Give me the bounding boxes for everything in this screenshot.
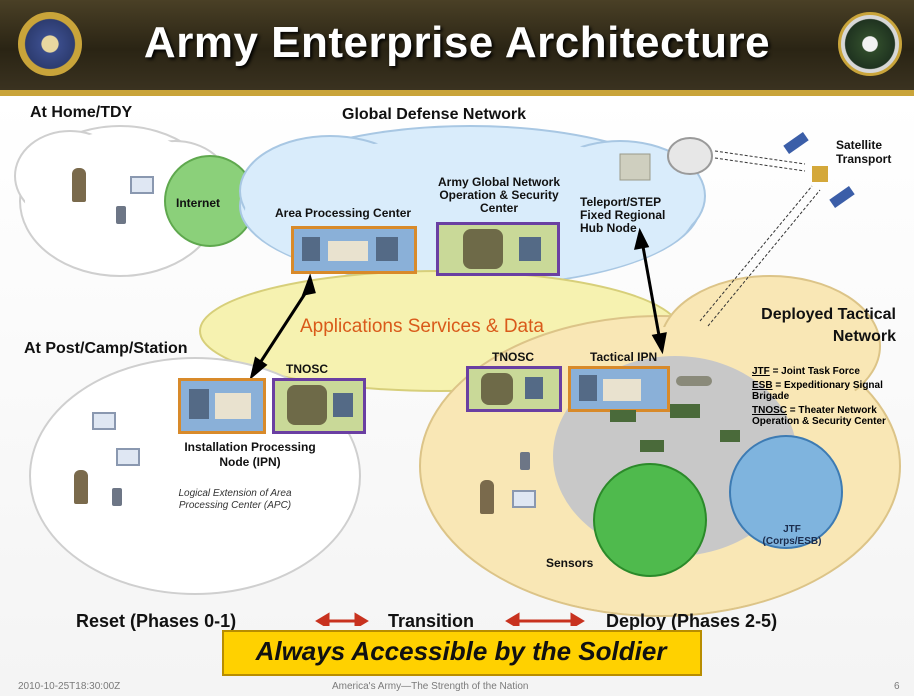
legend-item: TNOSC = Theater Network Operation & Secu… xyxy=(752,405,892,427)
phase-reset: Reset (Phases 0-1) xyxy=(76,611,237,631)
tactical-ipn-label: Tactical IPN xyxy=(590,350,658,364)
satellite-dish-icon xyxy=(619,137,713,181)
header-divider xyxy=(0,90,914,96)
legend-text: = Expeditionary Signal Brigade xyxy=(752,380,883,402)
banner-text: Always Accessible by the Soldier xyxy=(255,636,667,666)
jtf-label: JTF (Corps/ESB) xyxy=(762,524,822,547)
server-rack-icon xyxy=(603,379,641,401)
server-icon xyxy=(579,375,597,401)
operator-icon xyxy=(481,373,513,405)
tactical-ipn-box xyxy=(568,366,670,412)
server-rack-icon xyxy=(328,241,368,261)
apc-box xyxy=(291,226,417,274)
post-label: At Post/Camp/Station xyxy=(24,340,188,357)
monitor-icon xyxy=(525,377,543,399)
tnosc-dep-label: TNOSC xyxy=(492,350,534,364)
page-title: Army Enterprise Architecture xyxy=(143,18,771,67)
laptop-icon xyxy=(130,176,154,194)
enterprise-logo-icon xyxy=(838,12,902,76)
sat-link-2 xyxy=(714,157,806,172)
vehicle-icon xyxy=(720,430,740,442)
teleport-label: Teleport/STEP Fixed Regional Hub Node xyxy=(580,195,666,235)
server-icon xyxy=(189,389,209,419)
operator-icon xyxy=(463,229,503,269)
agnosc-label: Army Global Network Operation & Security… xyxy=(437,175,561,215)
gdn-label: Global Defense Network xyxy=(342,106,527,123)
sat-link-4 xyxy=(707,189,821,327)
sat-link-1 xyxy=(714,150,806,165)
phone-icon xyxy=(520,452,530,470)
phase-arrows xyxy=(315,612,585,626)
legend-text: = Joint Task Force xyxy=(772,366,860,377)
satellite-icon xyxy=(783,132,855,208)
vehicle-icon xyxy=(670,404,700,418)
tnosc-post-box xyxy=(272,378,366,434)
phone-icon xyxy=(112,488,122,506)
ipn-label: Installation Processing Node (IPN) xyxy=(184,440,316,469)
sensors-circle xyxy=(593,463,707,577)
legend-text: = Theater Network Operation & Security C… xyxy=(752,405,886,427)
phone-icon xyxy=(116,206,126,224)
legend-abbr: TNOSC xyxy=(752,405,787,416)
sensors-label: Sensors xyxy=(546,556,594,570)
server-rack-icon xyxy=(215,393,251,419)
agnosc-box xyxy=(436,222,560,276)
sat-link-3 xyxy=(699,185,813,322)
legend-item: ESB = Expeditionary Signal Brigade xyxy=(752,380,892,402)
legend-abbr: JTF xyxy=(752,366,770,377)
jtf-circle xyxy=(729,435,843,549)
soldier-icon xyxy=(480,480,494,514)
network-diagram xyxy=(14,125,901,626)
laptop-icon xyxy=(512,490,536,508)
satellite-label: Satellite Transport xyxy=(836,138,892,166)
legend-item: JTF = Joint Task Force xyxy=(752,366,892,377)
footer-date: 2010-10-25T18:30:00Z xyxy=(18,681,121,692)
workstation-icon xyxy=(376,237,398,261)
apc-label: Area Processing Center xyxy=(275,206,412,220)
vehicle-icon xyxy=(610,410,636,422)
operator-icon xyxy=(287,385,327,425)
soldier-icon xyxy=(74,470,88,504)
banner-box xyxy=(222,630,702,676)
apps-label: Applications Services & Data xyxy=(300,316,544,337)
server-icon xyxy=(302,237,320,261)
army-seal-icon xyxy=(18,12,82,76)
home-label: At Home/TDY xyxy=(30,104,133,121)
monitor-icon xyxy=(519,237,541,261)
tnosc-dep-box xyxy=(466,366,562,412)
deployed-label: Deployed Tactical Network xyxy=(761,306,896,345)
soldier-icon xyxy=(72,168,86,202)
desktop-icon xyxy=(116,448,140,466)
legend-abbr: ESB xyxy=(752,380,773,391)
laptop-icon xyxy=(92,412,116,430)
ipn-box xyxy=(178,378,266,434)
phase-deploy: Deploy (Phases 2-5) xyxy=(606,611,778,631)
legend: JTF = Joint Task Force ESB = Expeditiona… xyxy=(752,366,892,427)
connector-arrows xyxy=(249,227,667,381)
vehicle-icon xyxy=(640,440,664,452)
phase-transition: Transition xyxy=(388,611,475,631)
internet-label: Internet xyxy=(176,196,221,210)
logical-label: Logical Extension of Area Processing Cen… xyxy=(178,488,292,511)
header-band xyxy=(0,0,914,90)
monitor-icon xyxy=(333,393,353,417)
helicopter-icon xyxy=(676,376,712,386)
footer-motto: America's Army—The Strength of the Natio… xyxy=(332,681,529,692)
page-number: 6 xyxy=(894,681,900,692)
tnosc-post-label: TNOSC xyxy=(286,362,328,376)
